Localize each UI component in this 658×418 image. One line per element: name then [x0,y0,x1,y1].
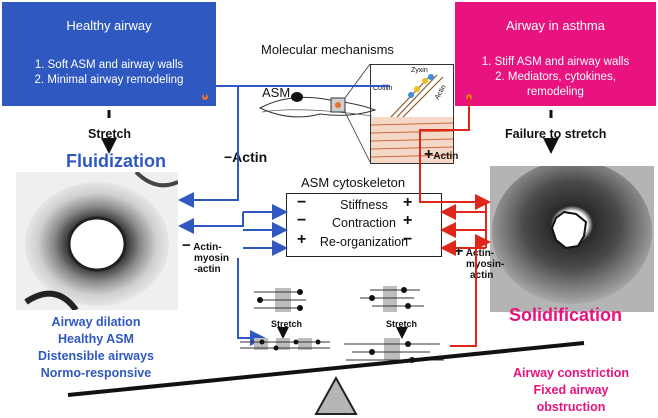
left-actomyosin-bottom [240,338,330,351]
asm-nucleus [291,92,303,102]
asm-cell-fiber [261,109,373,117]
plus-actin-sign: + [424,146,434,163]
asthma-airway-list: 1. Stiff ASM and airway walls 2. Mediato… [455,55,656,100]
healthy-airway-image [16,172,178,310]
healthy-airway-title: Healthy airway [66,18,152,33]
healthy-item-2: 2. Minimal airway remodeling [34,74,184,86]
asm-cytoskeleton-title: ASM cytoskeleton [301,175,406,190]
minus-actin-label: −Actin [224,149,267,165]
right-actin-myosin-sign: + [454,243,464,260]
healthy-outcomes-list: Airway dilation Healthy ASM Distensible … [20,314,172,382]
left-actin-myosin-label: − Actin- myosin -actin [182,237,230,275]
healthy-airway-micrograph [16,172,178,310]
asthma-airway-title: Airway in asthma [506,18,605,33]
stretch-label: Stretch [88,127,132,141]
molecular-mechanisms-title: Molecular mechanisms [261,42,394,57]
reorganization-row: Re-organization [319,235,409,249]
zyxin-label: Zyxin [411,67,428,74]
zoom-line-top [344,63,371,99]
solidification-label: Solidification [509,305,623,325]
right-actin-myosin-line3: actin [470,270,494,281]
seesaw-beam [67,341,585,397]
right-actin-myosin-line2: myosin- [466,259,505,270]
asm-zoom-dot [335,102,341,108]
seesaw-fulcrum [314,375,358,415]
right-actin-myosin-label: + Actin- myosin- actin [454,243,505,282]
actin-filament-illustration [371,74,453,163]
right-actomyosin-arrow [466,234,491,347]
asthma-outcomes-list: Airway constriction Fixed airway obstruc… [496,365,646,416]
asm-cell-outline [258,96,377,118]
left-actin-myosin-sign: − [182,237,191,254]
left-actin-myosin-line1: Actin- [193,242,222,253]
left-actin-myosin-line2: myosin [194,253,230,264]
zoom-line-bottom [344,111,371,163]
contraction-right-sign: + [403,212,413,229]
healthy-airway-box: Healthy airway 1. Soft ASM and airway wa… [2,2,216,106]
asthma-item-1: 1. Stiff ASM and airway walls [481,56,630,68]
bottom-right-stretch-label: Stretch [386,319,418,329]
asm-label: ASM [262,85,291,100]
reorganization-right-sign: − [403,231,413,248]
fluidization-label: Fluidization [66,151,166,171]
molecular-inset: Cofilin Zyxin Actin [370,64,454,164]
asthma-item-3: remodeling [527,86,584,98]
contraction-left-sign: − [297,212,307,229]
failure-to-stretch-label: Failure to stretch [505,127,607,141]
stiffness-left-sign: − [297,194,307,211]
outcome-fixed-airway: Fixed airway [533,383,609,397]
right-actomyosin-top [360,286,424,312]
plus-actin-text: Actin [433,151,459,162]
bottom-left-stretch-label: Stretch [271,319,303,329]
left-actin-myosin-line3: -actin [194,264,221,275]
outcome-normo-responsive: Normo-responsive [40,366,152,380]
minus-actin-text: −Actin [224,149,268,165]
asthma-airway-image [490,166,654,312]
plus-actin-arrow [419,97,491,210]
left-actomyosin-top [254,288,306,312]
asthma-airway-box: Airway in asthma 1. Stiff ASM and airway… [455,2,656,106]
healthy-item-1: 1. Soft ASM and airway walls [34,59,184,71]
reorganization-left-sign: + [297,231,307,248]
asm-cytoskeleton-box: Stiffness Contraction Re-organization − … [286,193,442,257]
outcome-obstruction: obstruction [536,400,606,414]
outcome-healthy-asm: Healthy ASM [58,332,134,346]
cofilin-label: Cofilin [373,85,393,92]
outcome-airway-constriction: Airway constriction [513,366,629,380]
stiffness-right-sign: + [403,194,413,211]
right-actin-myosin-line1: Actin- [465,248,495,259]
outcome-airway-dilation: Airway dilation [51,315,141,329]
contraction-row: Contraction [332,216,396,230]
right-actomyosin-bottom [344,338,444,363]
asthma-airway-micrograph [490,166,654,312]
outcome-distensible-airways: Distensible airways [37,349,155,363]
stiffness-row: Stiffness [340,198,388,212]
healthy-airway-list: 1. Soft ASM and airway walls 2. Minimal … [2,58,216,88]
plus-actin-label: +Actin [424,146,458,164]
asthma-item-2: 2. Mediators, cytokines, [495,71,616,83]
cyto-to-left-arrow [178,212,244,234]
minus-actin-arrow [178,85,239,208]
